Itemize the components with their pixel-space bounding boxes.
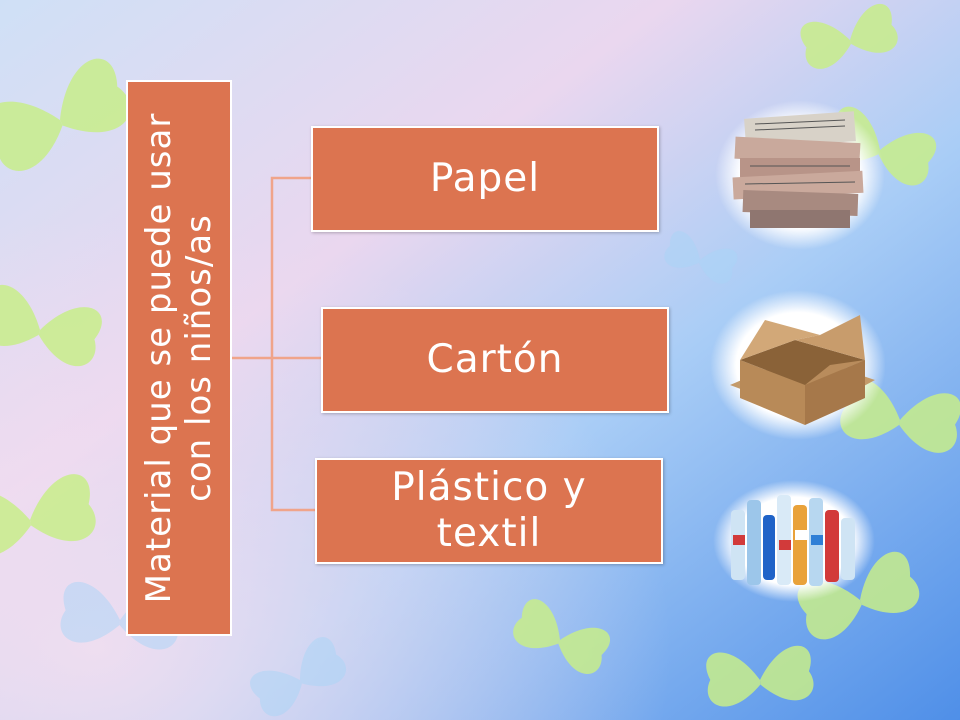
child-node-label: Papel	[429, 156, 541, 201]
root-node	[126, 80, 232, 636]
child-node-carton: Cartón	[321, 307, 669, 413]
root-node-label: Material que se puede usar con los niños…	[139, 112, 219, 604]
newspaper-stack-icon	[715, 100, 885, 250]
cardboard-box-icon	[710, 290, 885, 440]
child-node-label: Plástico y textil	[391, 465, 587, 556]
child-node-plastico-textil: Plástico y textil	[315, 458, 663, 564]
plastic-bottles-icon	[713, 480, 875, 602]
child-node-papel: Papel	[311, 126, 659, 232]
child-node-label: Cartón	[426, 337, 564, 382]
